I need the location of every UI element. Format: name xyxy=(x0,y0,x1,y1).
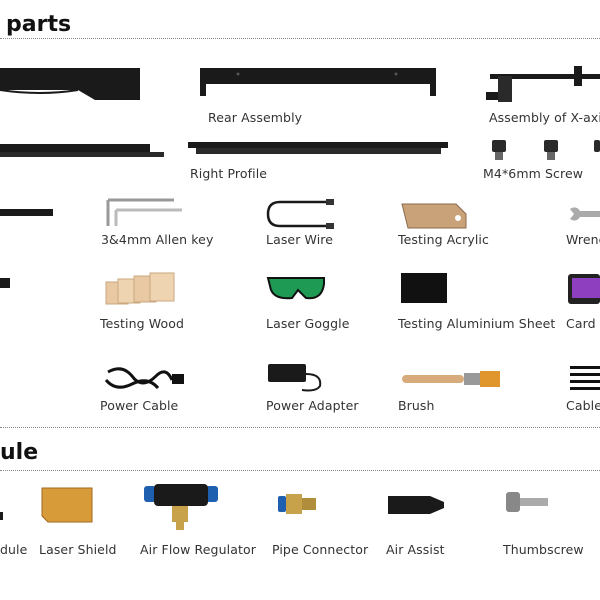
x-axis-assembly-label: Assembly of X-axis xyxy=(489,110,600,125)
air-flow-regulator-image xyxy=(144,484,218,530)
cable-ties-image xyxy=(570,366,600,390)
laser-module-image xyxy=(0,512,3,520)
brush-label: Brush xyxy=(398,398,435,413)
m4-screw-image xyxy=(492,140,600,160)
threaded-rod-image xyxy=(0,209,53,216)
air-assist-image xyxy=(388,496,444,514)
power-cable-label: Power Cable xyxy=(100,398,179,413)
parts-heading: parts xyxy=(6,12,72,37)
allen-key-label: 3&4mm Allen key xyxy=(101,232,214,247)
allen-key-image xyxy=(106,198,182,226)
laser-goggle-image xyxy=(266,277,325,300)
laser-goggle-label: Laser Goggle xyxy=(266,316,350,331)
left-rail-image xyxy=(0,144,164,157)
testing-wood-image xyxy=(105,272,175,305)
brush-image xyxy=(402,371,500,387)
testing-acrylic-image xyxy=(401,203,467,229)
right-profile-image xyxy=(188,142,448,154)
module-heading: ule xyxy=(0,440,39,465)
power-adapter-label: Power Adapter xyxy=(266,398,359,413)
laser-wire-image xyxy=(266,199,334,229)
laser-shield-image xyxy=(41,487,93,523)
divider-top xyxy=(0,38,600,39)
cable-ties-label: Cable xyxy=(566,398,600,413)
divider-middle xyxy=(0,427,600,428)
rear-assembly-image xyxy=(200,68,436,96)
pipe-connector-image xyxy=(278,494,316,514)
testing-acrylic-label: Testing Acrylic xyxy=(398,232,489,247)
divider-module xyxy=(0,470,600,471)
testing-wood-label: Testing Wood xyxy=(100,316,184,331)
testing-aluminium-image xyxy=(401,273,447,303)
air-assist-label: Air Assist xyxy=(386,542,445,557)
thumbscrew-label: Thumbscrew xyxy=(503,542,584,557)
laser-shield-label: Laser Shield xyxy=(39,542,117,557)
power-cable-image xyxy=(104,367,184,390)
rear-assembly-label: Rear Assembly xyxy=(208,110,303,125)
testing-aluminium-label: Testing Aluminium Sheet xyxy=(398,316,556,331)
x-axis-assembly-image xyxy=(486,66,600,102)
thumbscrew-image xyxy=(506,492,548,512)
left-profile-image xyxy=(0,68,140,100)
card-reader-image xyxy=(568,274,600,304)
m4-screw-label: M4*6mm Screw xyxy=(483,166,584,181)
air-flow-regulator-label: Air Flow Regulator xyxy=(140,542,256,557)
small-part-image xyxy=(0,278,10,288)
right-profile-label: Right Profile xyxy=(190,166,268,181)
wrench-label: Wrenc xyxy=(566,232,600,247)
laser-wire-label: Laser Wire xyxy=(266,232,334,247)
card-reader-label: Card R xyxy=(566,316,600,331)
power-adapter-image xyxy=(268,364,322,392)
pipe-connector-label: Pipe Connector xyxy=(272,542,369,557)
wrench-image xyxy=(570,207,600,221)
laser-module-label: dule xyxy=(0,542,28,557)
